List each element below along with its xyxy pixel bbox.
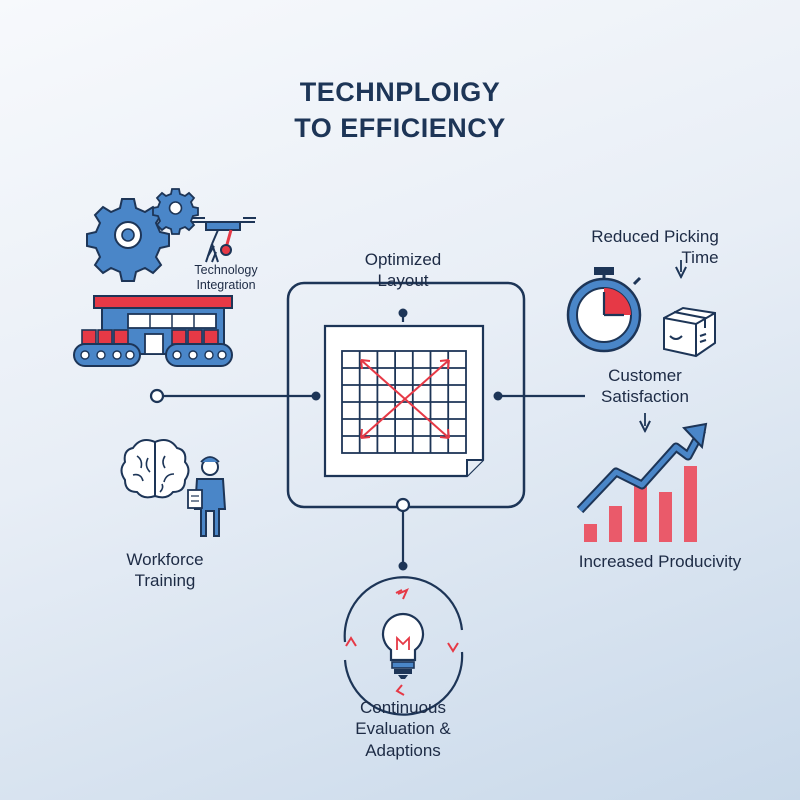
package-icon [663, 306, 716, 358]
robot-arm-icon [192, 217, 256, 263]
reduced-picking-time-line-2: Time [681, 248, 719, 268]
growth-chart-icon [576, 422, 708, 542]
optimized-layout-label: Optimized Layout [333, 249, 473, 292]
optimized-layout-line-1: Optimized [364, 250, 442, 269]
title-line-1: TECHNPLOIGY [299, 77, 501, 107]
technology-integration-label: Technology Integration [176, 263, 276, 293]
connector-lines [157, 313, 585, 566]
stopwatch-icon [566, 267, 642, 353]
brain-icon [120, 439, 190, 499]
workforce-training-line-2: Training [134, 571, 196, 591]
grid-layout-icon [323, 324, 485, 478]
increased-productivity-label: Increased Producivity [578, 552, 742, 571]
customer-satisfaction-line-2: Satisfaction [601, 387, 689, 407]
connector-nodes [149, 308, 503, 571]
worker-icon [187, 456, 227, 537]
conveyor-icon [73, 329, 233, 367]
technology-integration-line-2: Integration [196, 278, 256, 292]
title-line-2: TO EFFICIENCY [294, 113, 506, 143]
gear-icon [86, 188, 199, 282]
continuous-evaluation-label: Continuous Evaluation & Adaptions [318, 697, 488, 761]
continuous-evaluation-line-2: Evaluation & [355, 719, 451, 739]
lightbulb-icon [381, 612, 425, 679]
technology-integration-line-1: Technology [194, 263, 258, 277]
optimized-layout-line-2: Layout [377, 271, 429, 291]
cycle-arrows-icon [343, 576, 464, 716]
workforce-training-label: Workforce Training [95, 549, 235, 592]
reduced-picking-time-line-1: Reduced Picking [591, 227, 719, 246]
reduced-picking-time-label: Reduced Picking Time [560, 226, 750, 269]
workforce-training-line-1: Workforce [126, 550, 204, 569]
customer-satisfaction-label: Customer Satisfaction [570, 365, 720, 408]
continuous-evaluation-line-1: Continuous [359, 698, 446, 717]
continuous-evaluation-line-3: Adaptions [365, 740, 441, 760]
customer-satisfaction-line-1: Customer [608, 366, 682, 385]
